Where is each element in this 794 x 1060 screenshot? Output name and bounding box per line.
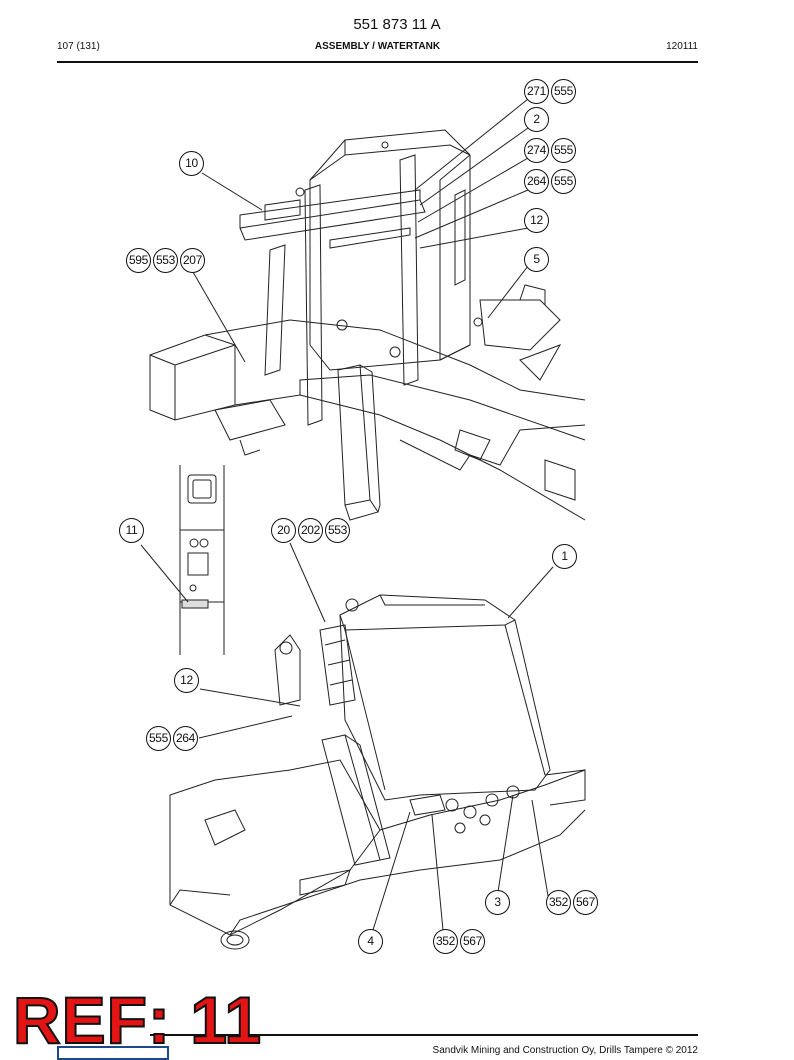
callout-12: 12 (174, 668, 199, 693)
page-number: 107 (131) (57, 41, 100, 52)
callout-553: 553 (325, 518, 350, 543)
callout-10: 10 (179, 151, 204, 176)
lower-assembly-view (169, 594, 586, 950)
callout-4: 4 (358, 929, 383, 954)
callout-555: 555 (551, 138, 576, 163)
part-number: 551 873 11 A (353, 16, 441, 33)
upper-assembly-view (149, 129, 586, 521)
footer-rule (150, 1034, 698, 1036)
callout-5: 5 (524, 247, 549, 272)
callout-20: 20 (271, 518, 296, 543)
ref-stamp: REF: 11 (12, 983, 263, 1057)
callout-1: 1 (552, 544, 577, 569)
callout-555: 555 (551, 169, 576, 194)
callout-202: 202 (298, 518, 323, 543)
callout-352: 352 (433, 929, 458, 954)
callout-2: 2 (524, 107, 549, 132)
callout-12: 12 (524, 208, 549, 233)
callout-264: 264 (173, 726, 198, 751)
callout-271: 271 (524, 79, 549, 104)
callout-352: 352 (546, 890, 571, 915)
callout-555: 555 (551, 79, 576, 104)
callout-3: 3 (485, 890, 510, 915)
footer-copyright: Sandvik Mining and Construction Oy, Dril… (432, 1045, 698, 1056)
callout-567: 567 (460, 929, 485, 954)
callout-264: 264 (524, 169, 549, 194)
plate-detail-view (179, 465, 225, 655)
header-rule (57, 61, 698, 63)
callout-274: 274 (524, 138, 549, 163)
callout-567: 567 (573, 890, 598, 915)
callout-207: 207 (180, 248, 205, 273)
callout-555: 555 (146, 726, 171, 751)
doc-date: 120111 (666, 41, 698, 52)
leader-lines (140, 98, 554, 931)
callout-11: 11 (119, 518, 144, 543)
callout-595: 595 (126, 248, 151, 273)
page-title: ASSEMBLY / WATERTANK (314, 41, 441, 52)
callout-553: 553 (153, 248, 178, 273)
